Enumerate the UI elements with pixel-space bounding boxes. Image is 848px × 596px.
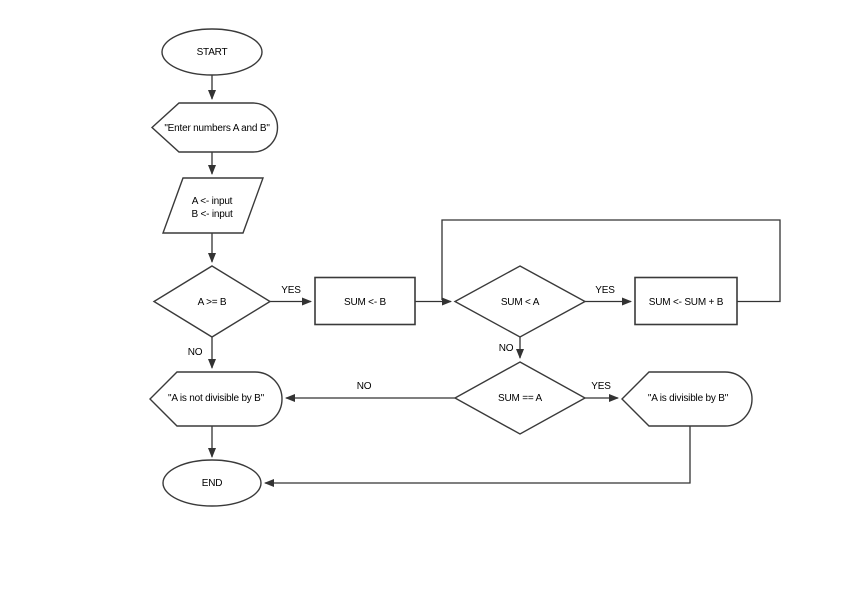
edge-label-yes: YES: [591, 381, 611, 392]
node-init-sum: SUM <- B: [314, 276, 416, 326]
node-check-sum-lt-a: SUM < A: [453, 265, 587, 338]
edges: [208, 75, 781, 487]
ageb-decision-shape: [152, 265, 272, 338]
sumeqa-label: SUM == A: [498, 393, 543, 404]
sumlta-decision-shape: [453, 265, 587, 338]
notdivisible-display-shape: [149, 371, 283, 427]
edge-label-no: NO: [188, 347, 203, 358]
end-terminator-shape: [162, 459, 262, 507]
sumlta-label: SUM < A: [501, 297, 540, 308]
ageb-label: A >= B: [198, 297, 227, 308]
node-check-sum-eq-a: SUM == A: [453, 361, 587, 435]
input-line1: A <- input: [192, 196, 233, 207]
divisible-display-shape: [621, 371, 753, 427]
edge-label-yes: YES: [281, 285, 301, 296]
notdivisible-label: "A is not divisible by B": [168, 393, 265, 404]
edge-label-no: NO: [357, 381, 372, 392]
node-end: END: [162, 459, 262, 507]
sumeqa-decision-shape: [453, 361, 587, 435]
input-line2: B <- input: [191, 209, 233, 220]
node-check-a-ge-b: A >= B: [152, 265, 272, 338]
divisible-label: "A is divisible by B": [648, 393, 729, 404]
initsum-label: SUM <- B: [344, 297, 387, 308]
edge-labels: YES NO YES NO YES NO: [188, 285, 616, 392]
prompt-display-shape: [150, 102, 279, 153]
node-prompt: "Enter numbers A and B": [150, 102, 279, 153]
node-start: START: [161, 28, 263, 76]
node-add-b: SUM <- SUM + B: [634, 276, 738, 326]
input-parallelogram-shape: [162, 177, 264, 234]
start-label: START: [197, 47, 228, 58]
start-terminator-shape: [161, 28, 263, 76]
initsum-process-shape: [314, 276, 416, 326]
addb-label: SUM <- SUM + B: [649, 297, 724, 308]
edge-loop-back: [441, 219, 781, 303]
edge-div-to-end: [264, 426, 691, 487]
node-read-input: A <- input B <- input: [162, 177, 264, 234]
addb-process-shape: [634, 276, 738, 326]
edge-label-no: NO: [499, 343, 514, 354]
node-divisible-msg: "A is divisible by B": [621, 371, 753, 427]
end-label: END: [202, 478, 223, 489]
edge-label-yes: YES: [595, 285, 615, 296]
prompt-label: "Enter numbers A and B": [164, 123, 270, 134]
node-not-divisible-msg: "A is not divisible by B": [149, 371, 283, 427]
